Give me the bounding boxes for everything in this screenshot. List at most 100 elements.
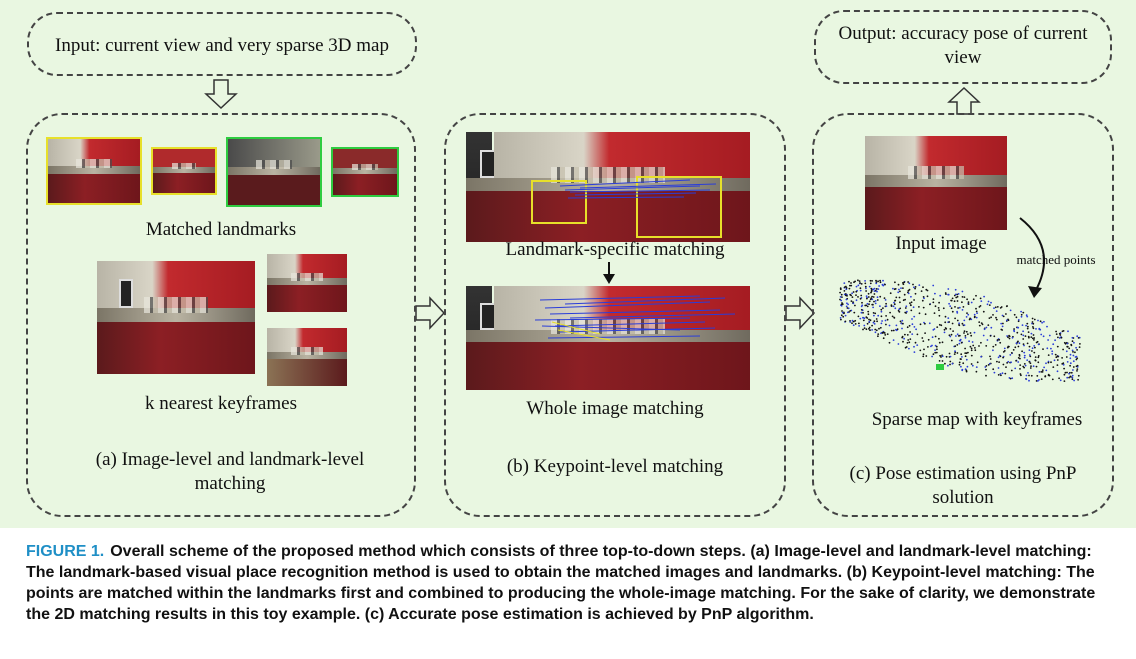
- map-point: [868, 320, 871, 323]
- map-point: [863, 327, 866, 329]
- map-point: [922, 286, 924, 289]
- map-point: [1006, 319, 1008, 322]
- map-point: [877, 280, 879, 283]
- map-point: [1016, 331, 1019, 334]
- map-point: [975, 316, 978, 319]
- landmark-thumb: [226, 137, 322, 207]
- map-point: [873, 293, 876, 295]
- map-point: [974, 349, 977, 352]
- map-point: [1068, 347, 1071, 350]
- map-point: [1042, 348, 1044, 350]
- map-point: [1000, 322, 1003, 325]
- map-point: [932, 298, 935, 300]
- map-point: [938, 360, 941, 362]
- map-point: [1061, 357, 1063, 359]
- map-point: [970, 349, 973, 352]
- map-point: [839, 296, 842, 298]
- map-point: [902, 299, 905, 302]
- map-point: [930, 345, 932, 348]
- map-point: [919, 349, 922, 352]
- map-point: [960, 365, 962, 368]
- map-point: [979, 297, 982, 300]
- panel-a-title: (a) Image-level and landmark-level match…: [95, 449, 365, 494]
- map-point: [963, 324, 966, 326]
- map-point: [980, 341, 982, 344]
- map-point: [999, 341, 1002, 344]
- map-point: [1005, 305, 1008, 308]
- map-point: [903, 293, 906, 296]
- map-point: [948, 321, 951, 323]
- map-point: [1048, 334, 1051, 337]
- map-point: [1037, 356, 1040, 359]
- map-point: [958, 322, 960, 325]
- map-point: [1072, 351, 1074, 353]
- map-point: [910, 309, 913, 312]
- landmark-matching-image: [466, 132, 750, 242]
- map-point: [1033, 339, 1035, 341]
- map-point: [842, 315, 845, 318]
- map-point: [865, 290, 867, 292]
- landmark-box: [636, 176, 722, 238]
- map-point: [1059, 379, 1062, 382]
- map-point: [853, 281, 855, 284]
- map-point: [869, 329, 871, 332]
- map-point: [1056, 345, 1059, 348]
- input-box-label: Input: current view and very sparse 3D m…: [55, 35, 389, 56]
- map-point: [1002, 356, 1004, 359]
- map-point: [918, 284, 921, 286]
- map-point: [859, 317, 862, 320]
- map-point: [958, 324, 961, 327]
- map-point: [964, 336, 967, 339]
- map-point: [905, 305, 908, 308]
- map-point: [983, 328, 986, 331]
- map-point: [876, 299, 879, 301]
- map-point: [873, 323, 876, 325]
- map-point: [904, 333, 906, 336]
- map-point: [899, 301, 901, 304]
- map-point: [1056, 359, 1059, 361]
- map-point: [961, 301, 963, 304]
- map-point: [970, 363, 973, 365]
- map-point: [908, 347, 910, 350]
- landmark-thumb: [331, 147, 399, 197]
- map-point: [849, 310, 852, 312]
- map-point: [1012, 349, 1015, 351]
- map-point: [857, 284, 860, 287]
- map-point: [1069, 357, 1072, 360]
- map-point: [958, 361, 961, 364]
- map-point: [922, 306, 925, 309]
- map-point: [882, 279, 884, 282]
- map-point: [935, 351, 938, 354]
- map-point: [955, 296, 958, 299]
- map-point: [845, 287, 848, 289]
- map-point: [852, 302, 855, 305]
- map-point: [1006, 362, 1008, 364]
- map-point: [973, 331, 976, 334]
- map-point: [913, 299, 915, 301]
- map-point: [960, 341, 963, 344]
- map-point: [938, 323, 941, 326]
- map-point: [1033, 351, 1036, 354]
- map-point: [954, 345, 957, 348]
- map-point: [921, 299, 924, 302]
- map-point: [1053, 359, 1056, 362]
- map-point: [1009, 354, 1012, 356]
- map-point: [910, 304, 912, 307]
- map-point: [966, 365, 969, 368]
- map-point: [904, 298, 906, 301]
- map-point: [1066, 376, 1069, 379]
- panel-b: [444, 113, 786, 517]
- map-point: [1070, 376, 1072, 378]
- map-point: [975, 370, 978, 373]
- map-point: [993, 371, 996, 374]
- map-point: [965, 370, 968, 373]
- map-point: [1045, 362, 1047, 365]
- map-point: [1023, 356, 1026, 359]
- map-point: [853, 311, 856, 314]
- map-point: [949, 305, 952, 307]
- map-point: [909, 338, 912, 340]
- map-point: [956, 293, 959, 296]
- map-point: [976, 312, 978, 314]
- figure-canvas: Input: current view and very sparse 3D m…: [0, 0, 1136, 528]
- landmark-specific-matching-label: Landmark-specific matching: [505, 239, 725, 260]
